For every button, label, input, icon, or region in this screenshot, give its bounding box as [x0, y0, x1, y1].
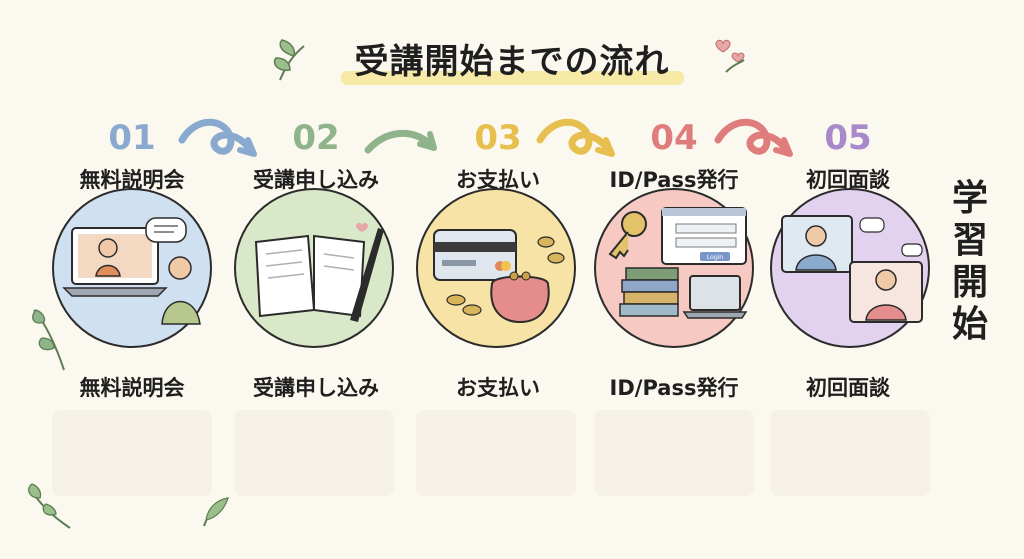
heart-icon [715, 39, 745, 73]
content-placeholder [52, 410, 212, 496]
step-label-bottom: 無料説明会 [79, 376, 185, 400]
step-2: 02 受講申し込み [226, 118, 406, 194]
end-char: 始 [951, 304, 988, 345]
title-wrap: 受講開始までの流れ [0, 34, 1024, 85]
leaf-icon [32, 309, 65, 371]
step-label-bottom: 受講申し込み [253, 376, 379, 400]
video-call-icon [781, 215, 923, 323]
arrow-icon [536, 118, 615, 157]
end-char: 開 [951, 262, 988, 303]
step-label-bottom: 初回面談 [806, 376, 890, 400]
step-circle-5 [770, 188, 930, 348]
step-4: 04 ID/Pass発行 [584, 118, 764, 194]
content-placeholder [594, 410, 754, 496]
arrow-icon [364, 129, 437, 154]
arrow-icon [178, 118, 257, 157]
step-circle-4: Login [594, 188, 754, 348]
leaf-icon [273, 39, 305, 81]
step-number: 05 [824, 118, 872, 158]
step-number: 01 [108, 118, 156, 158]
coin-purse-icon [490, 275, 550, 324]
notebook-icon [254, 223, 384, 322]
pen-icon [350, 228, 384, 322]
page-title: 受講開始までの流れ [340, 34, 684, 85]
step-circle-1 [52, 188, 212, 348]
content-placeholder [416, 410, 576, 496]
step-number: 04 [650, 118, 698, 158]
content-placeholder [770, 410, 930, 496]
step-circle-2 [234, 188, 394, 348]
leaf-icon [28, 483, 71, 529]
key-icon: Login [608, 207, 748, 319]
step-label-bottom: お支払い [456, 376, 540, 400]
end-label: 学 習 開 始 [946, 178, 994, 346]
step-1: 01 無料説明会 [42, 118, 222, 194]
step-circle-3 [416, 188, 576, 348]
end-char: 習 [951, 220, 988, 261]
leaf-icon [203, 497, 229, 527]
content-placeholder [234, 410, 394, 496]
arrow-icon [714, 118, 793, 157]
step-5: 05 初回面談 [758, 118, 938, 194]
card-icon [433, 229, 565, 324]
laptop-icon [62, 217, 201, 325]
step-number: 02 [292, 118, 340, 158]
books-icon [619, 267, 679, 317]
step-label-bottom: ID/Pass発行 [609, 376, 739, 400]
step-3: 03 お支払い [408, 118, 588, 194]
login-label: Login [707, 254, 723, 261]
end-char: 学 [951, 178, 988, 219]
step-number: 03 [474, 118, 522, 158]
